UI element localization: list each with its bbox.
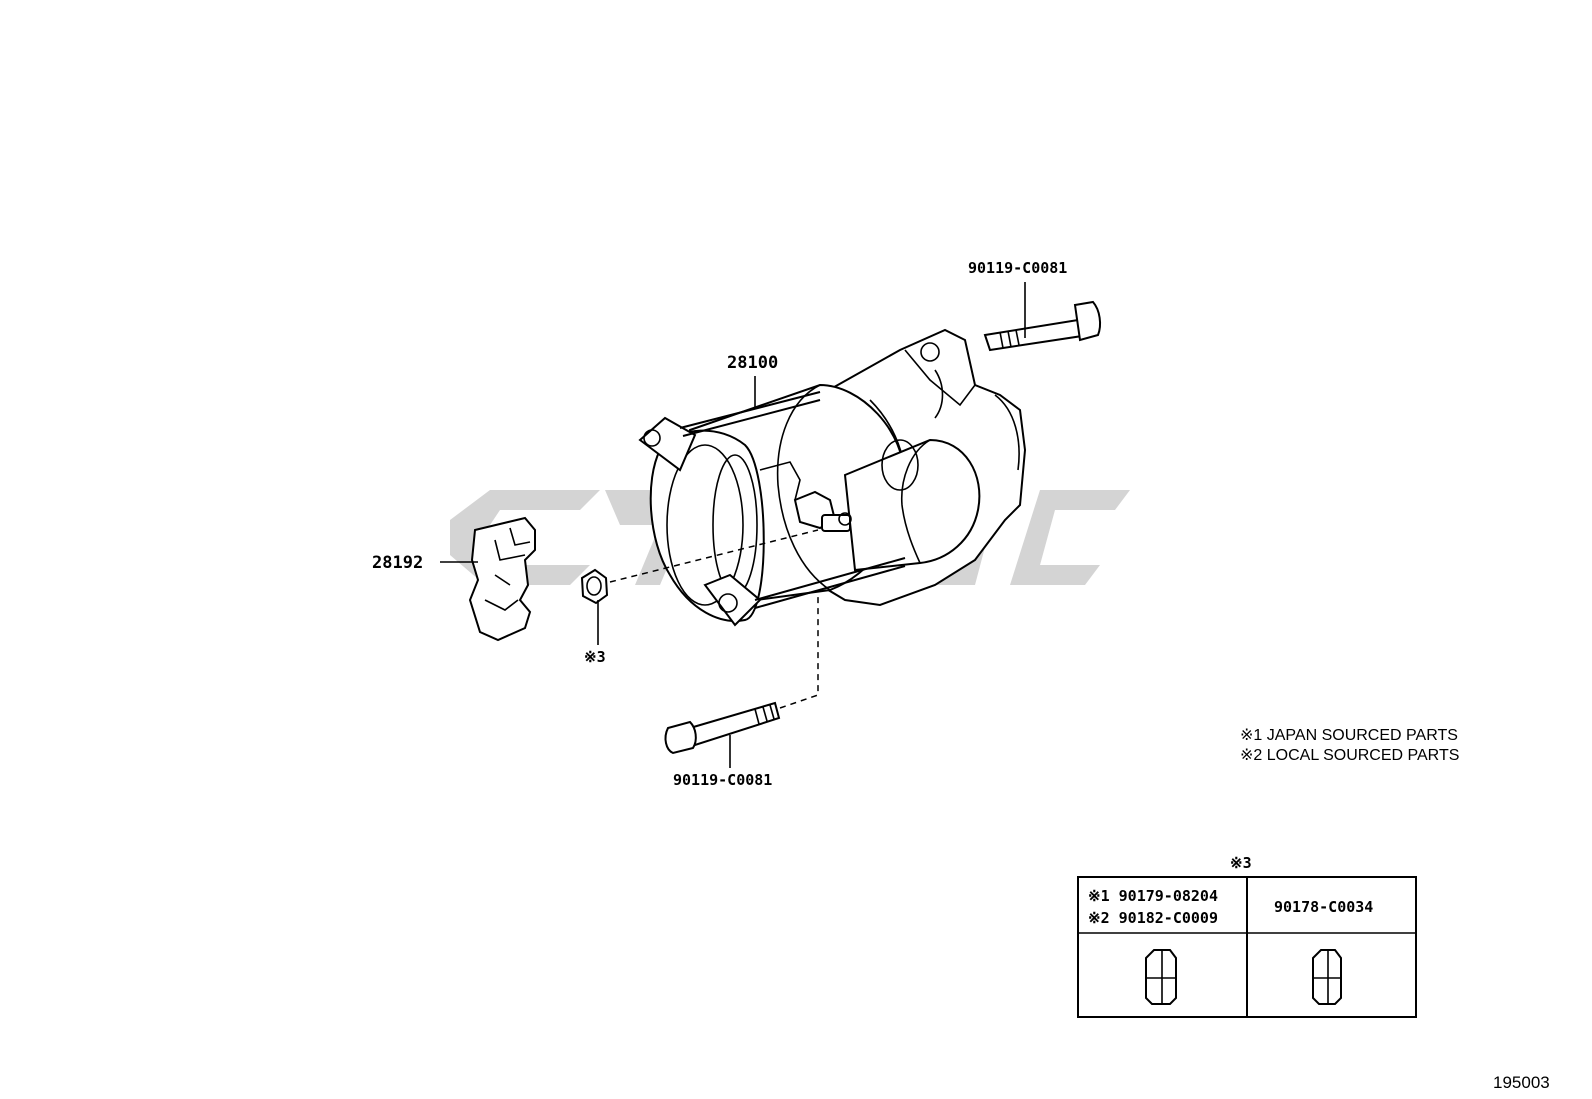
note-japan-sourced: ※1 JAPAN SOURCED PARTS	[1240, 727, 1458, 744]
nut-table-alt-part: 90178-C0034	[1274, 898, 1373, 916]
leader-lines	[440, 282, 1026, 768]
bottom-bolt	[664, 595, 819, 755]
nut-table-title: ※3	[1230, 854, 1252, 872]
callout-nut-ref: ※3	[584, 648, 606, 666]
top-bolt	[983, 300, 1102, 352]
note-local-sourced: ※2 LOCAL SOURCED PARTS	[1240, 747, 1459, 764]
callout-terminal-cover: 28192	[372, 553, 423, 573]
terminal-cover	[468, 516, 536, 642]
callout-bolt-top: 90119-C0081	[968, 259, 1067, 277]
hex-nut-icon	[1312, 949, 1342, 1005]
callout-starter: 28100	[727, 353, 778, 373]
nut-table-japan-part: ※1 90179-08204	[1088, 887, 1218, 905]
starter-motor	[638, 328, 1027, 627]
flange-nut-icon	[1145, 949, 1177, 1005]
callout-bolt-bottom: 90119-C0081	[673, 771, 772, 789]
figure-number: 195003	[1493, 1073, 1550, 1092]
nut-table-local-part: ※2 90182-C0009	[1088, 909, 1218, 927]
nut-table: ※3 ※1 90179-08204 ※2 90182-C0009 90178-C…	[1077, 854, 1417, 1018]
nut-part	[580, 529, 819, 605]
